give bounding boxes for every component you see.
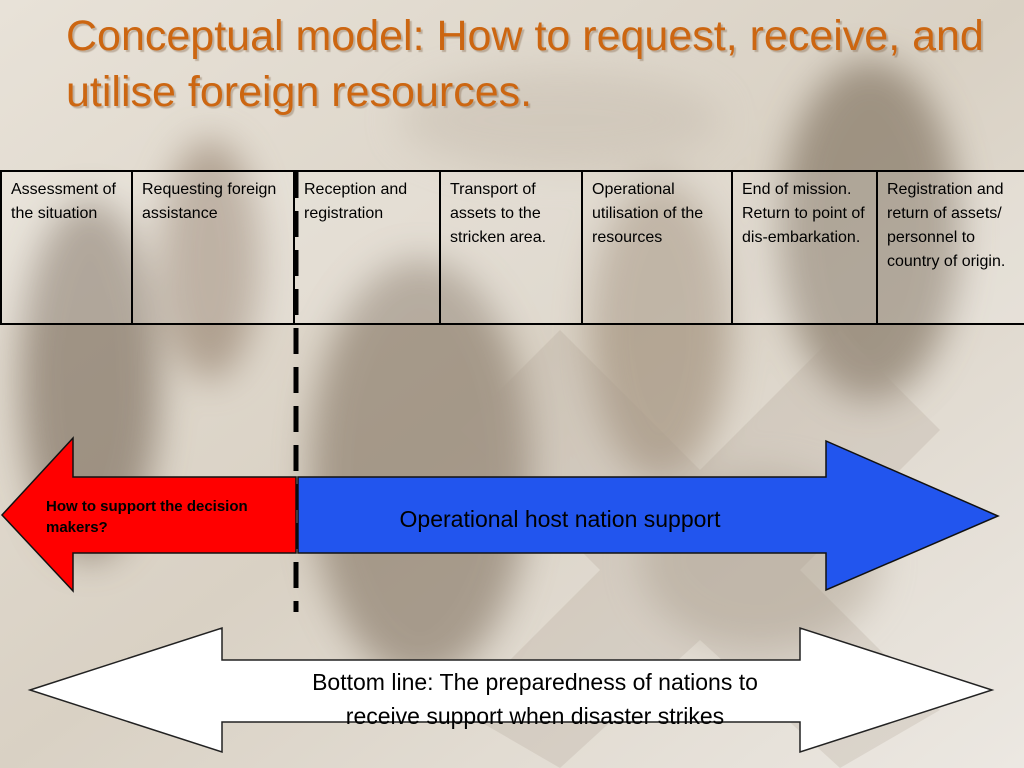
left-arrow-label: How to support the decision makers? (46, 498, 248, 536)
stage-cell: Registration and return of assets/ perso… (876, 170, 1024, 325)
stages-row: Assessment of the situation Requesting f… (0, 170, 1024, 325)
stage-cell: Requesting foreign assistance (131, 170, 295, 325)
stage-cell: Operational utilisation of the resources (581, 170, 733, 325)
bottom-double-arrow-shape (27, 626, 995, 754)
stage-cell: Transport of assets to the stricken area… (439, 170, 583, 325)
process-stages-table: Assessment of the situation Requesting f… (0, 170, 1024, 325)
slide-title: Conceptual model: How to request, receiv… (66, 12, 984, 116)
right-arrow-shape (297, 439, 1000, 592)
bottom-arrow-label: Bottom line: The preparedness of nations… (312, 669, 758, 729)
stage-cell: End of mission. Return to point of dis-e… (731, 170, 878, 325)
right-arrow-label: Operational host nation support (399, 506, 721, 532)
stage-cell: Assessment of the situation (0, 170, 133, 325)
left-arrow-shape (0, 436, 297, 593)
stage-cell: Reception and registration (293, 170, 441, 325)
